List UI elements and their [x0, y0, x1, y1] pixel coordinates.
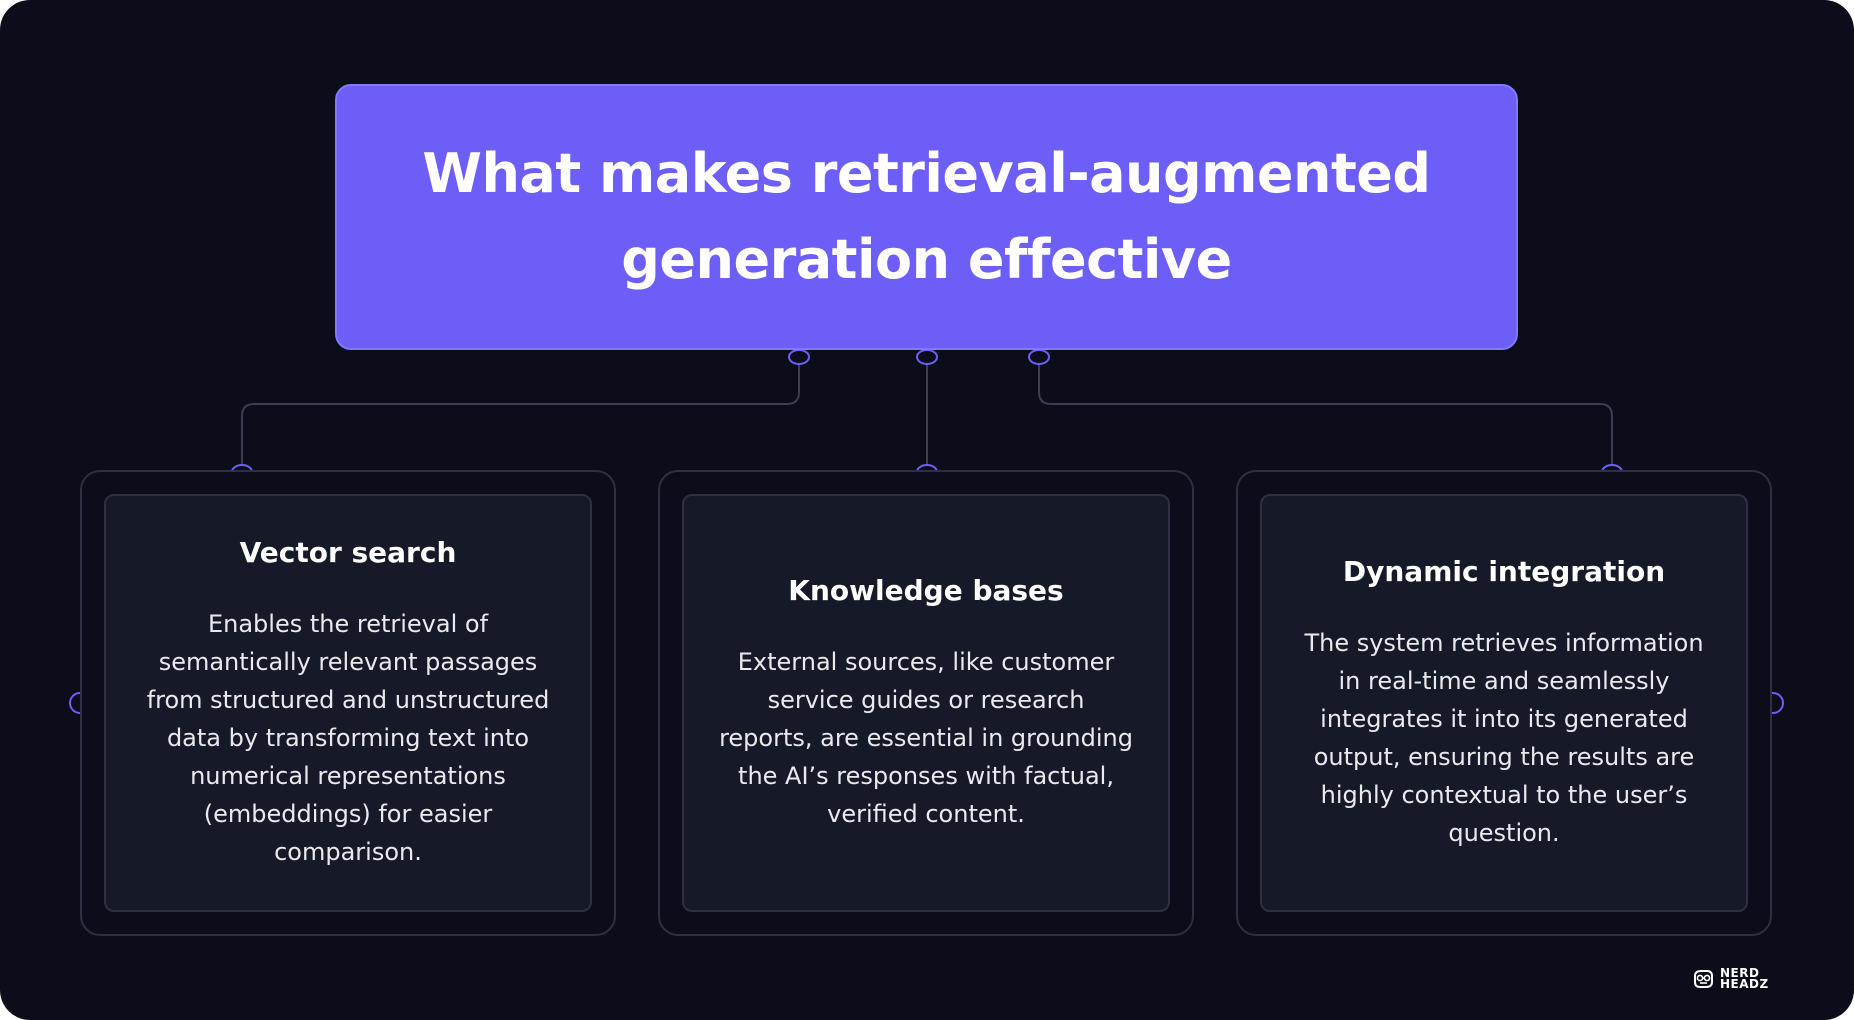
diagram-title: What makes retrieval-augmented generatio…	[422, 131, 1431, 303]
card-dynamic-integration-inner: Dynamic integration The system retrieves…	[1260, 494, 1748, 912]
card-heading: Knowledge bases	[788, 574, 1064, 607]
logo-wordmark-line-1: NERD	[1720, 966, 1760, 980]
card-vector-search: Vector search Enables the retrieval of s…	[80, 470, 616, 936]
diagram-title-line-2: generation effective	[621, 228, 1232, 291]
title-box: What makes retrieval-augmented generatio…	[335, 84, 1518, 350]
logo-wordmark: NERD HEADZ	[1720, 966, 1769, 991]
card-body: Enables the retrieval of semantically re…	[146, 610, 550, 866]
card-dynamic-integration: Dynamic integration The system retrieves…	[1236, 470, 1772, 936]
connector-line-dynamic-integration	[1038, 357, 1613, 472]
card-knowledge-bases: Knowledge bases External sources, like c…	[658, 470, 1194, 936]
connector-node-title-right	[1028, 349, 1050, 365]
logo-wordmark-line-2: HEADZ	[1720, 977, 1769, 991]
connector-line-vector-search	[241, 357, 800, 472]
card-heading: Vector search	[239, 536, 457, 569]
connector-node-title-center	[916, 349, 938, 365]
connector-node-title-left	[788, 349, 810, 365]
card-knowledge-bases-inner: Knowledge bases External sources, like c…	[682, 494, 1170, 912]
card-body: The system retrieves information in real…	[1304, 629, 1704, 847]
card-vector-search-inner: Vector search Enables the retrieval of s…	[104, 494, 592, 912]
card-body: External sources, like customer service …	[719, 648, 1133, 828]
card-heading: Dynamic integration	[1342, 555, 1666, 588]
diagram-title-line-1: What makes retrieval-augmented	[422, 142, 1431, 205]
logo-mark-icon	[1694, 970, 1713, 988]
nerdheadz-logo: NERD HEADZ	[1692, 966, 1769, 992]
